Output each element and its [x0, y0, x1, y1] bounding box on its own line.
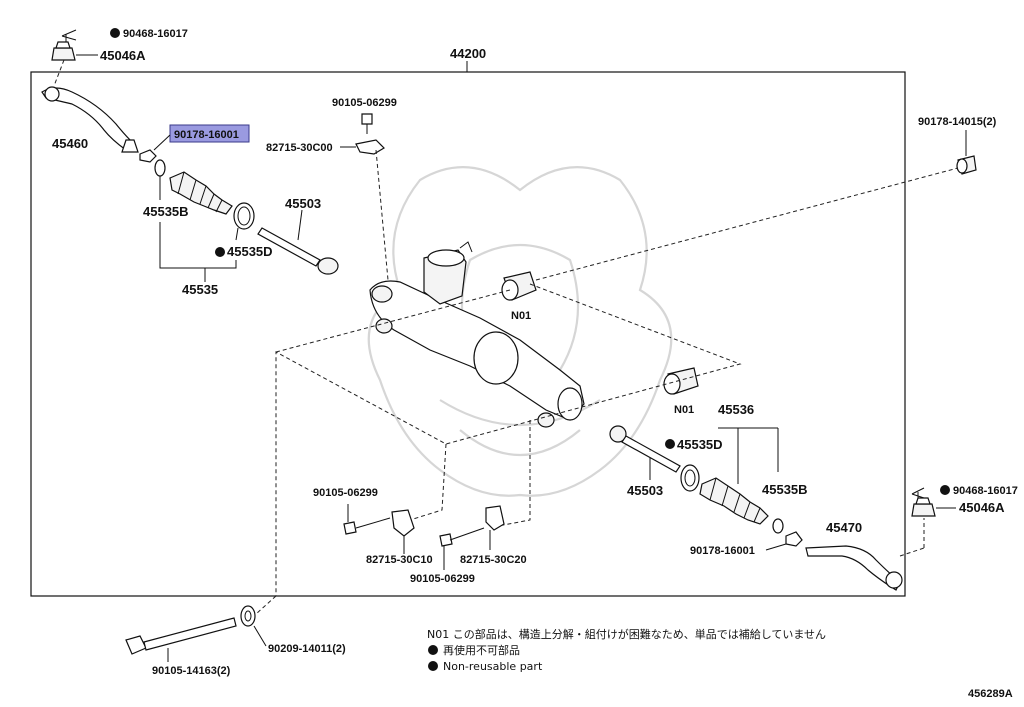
- part-45470-tie-rod-end[interactable]: 45470: [805, 518, 925, 591]
- part-45046A-right[interactable]: 45046A: [911, 497, 1005, 517]
- part-90178-16001-bottom[interactable]: 90178-16001: [690, 531, 803, 557]
- svg-text:90105-06299: 90105-06299: [332, 97, 397, 109]
- svg-text:90178-16001: 90178-16001: [690, 545, 755, 557]
- svg-text:90105-14163(2): 90105-14163(2): [152, 665, 231, 677]
- bracket-45535-top: [159, 222, 237, 282]
- part-45536-boot[interactable]: 45536: [699, 402, 779, 525]
- svg-text:90178-16001: 90178-16001: [174, 129, 239, 141]
- svg-text:45535B: 45535B: [143, 204, 189, 219]
- svg-text:45460: 45460: [52, 136, 88, 151]
- part-82715-30C10[interactable]: 82715-30C10: [366, 509, 433, 566]
- legend-nonreusable-jp: 再使用不可部品: [443, 643, 520, 657]
- svg-text:45470: 45470: [826, 520, 862, 535]
- part-45503-inner-tie-rod-top[interactable]: 45503: [257, 196, 339, 275]
- part-45535D-bottom[interactable]: 45535D: [665, 437, 723, 492]
- legend-n01-note: N01 この部品は、構造上分解・組付けが困難なため、単品では補給していません: [427, 627, 826, 641]
- part-45046A-top[interactable]: 45046A: [51, 41, 146, 63]
- part-N01-bushing-bottom[interactable]: N01: [663, 367, 699, 416]
- assembly-frame: [30, 71, 906, 597]
- part-45535-boot[interactable]: 45535: [169, 171, 233, 297]
- part-45503-inner-tie-rod-bottom[interactable]: 45503: [609, 425, 681, 498]
- part-45535B-top[interactable]: 45535B: [143, 159, 189, 219]
- diagram-id: 456289A: [968, 688, 1013, 700]
- part-82715-30C20[interactable]: 82715-30C20: [460, 505, 527, 566]
- svg-text:45535D: 45535D: [227, 244, 273, 259]
- svg-text:45046A: 45046A: [100, 48, 146, 63]
- svg-text:90105-06299: 90105-06299: [313, 487, 378, 499]
- svg-text:45503: 45503: [627, 483, 663, 498]
- part-90468-top[interactable]: 90468-16017: [61, 28, 188, 46]
- part-N01-bushing-top[interactable]: N01: [501, 271, 537, 322]
- part-90468-right[interactable]: 90468-16017: [911, 485, 1018, 500]
- part-45535D-top[interactable]: 45535D: [215, 202, 273, 259]
- part-90105-06299-bottom[interactable]: 90105-06299: [410, 527, 485, 585]
- svg-text:45503: 45503: [285, 196, 321, 211]
- part-90178-14015[interactable]: 90178-14015(2): [918, 116, 997, 175]
- mounting-leader-lines: [255, 167, 959, 615]
- part-82715-30C00[interactable]: 82715-30C00: [266, 139, 389, 281]
- svg-text:N01: N01: [511, 310, 531, 322]
- assembly-number: 44200: [450, 46, 486, 61]
- svg-text:N01: N01: [674, 404, 694, 416]
- svg-text:45535D: 45535D: [677, 437, 723, 452]
- legend-nonreusable-en: Non-reusable part: [443, 660, 543, 673]
- steering-gear-housing: [369, 241, 585, 428]
- part-45460-tie-rod-end[interactable]: 45460: [41, 59, 139, 153]
- part-45535B-bottom[interactable]: 45535B: [762, 482, 808, 534]
- svg-text:90468-16017: 90468-16017: [953, 485, 1018, 497]
- part-90209-14011-washer[interactable]: 90209-14011(2): [240, 605, 346, 655]
- part-90105-06299-top[interactable]: 90105-06299: [332, 97, 397, 134]
- svg-text:90178-14015(2): 90178-14015(2): [918, 116, 997, 128]
- svg-text:82715-30C20: 82715-30C20: [460, 554, 527, 566]
- svg-text:90105-06299: 90105-06299: [410, 573, 475, 585]
- part-90105-06299-left[interactable]: 90105-06299: [313, 487, 391, 535]
- svg-text:45536: 45536: [718, 402, 754, 417]
- part-90105-14163-bolt[interactable]: 90105-14163(2): [125, 617, 237, 677]
- svg-text:90209-14011(2): 90209-14011(2): [268, 643, 346, 655]
- svg-text:82715-30C10: 82715-30C10: [366, 554, 433, 566]
- svg-text:45046A: 45046A: [959, 500, 1005, 515]
- svg-text:82715-30C00: 82715-30C00: [266, 142, 333, 154]
- svg-text:90468-16017: 90468-16017: [123, 28, 188, 40]
- part-90178-16001-top[interactable]: 90178-16001: [139, 124, 250, 163]
- legend: N01 この部品は、構造上分解・組付けが困難なため、単品では補給していません 再…: [427, 627, 826, 673]
- svg-text:45535B: 45535B: [762, 482, 808, 497]
- svg-text:45535: 45535: [182, 282, 218, 297]
